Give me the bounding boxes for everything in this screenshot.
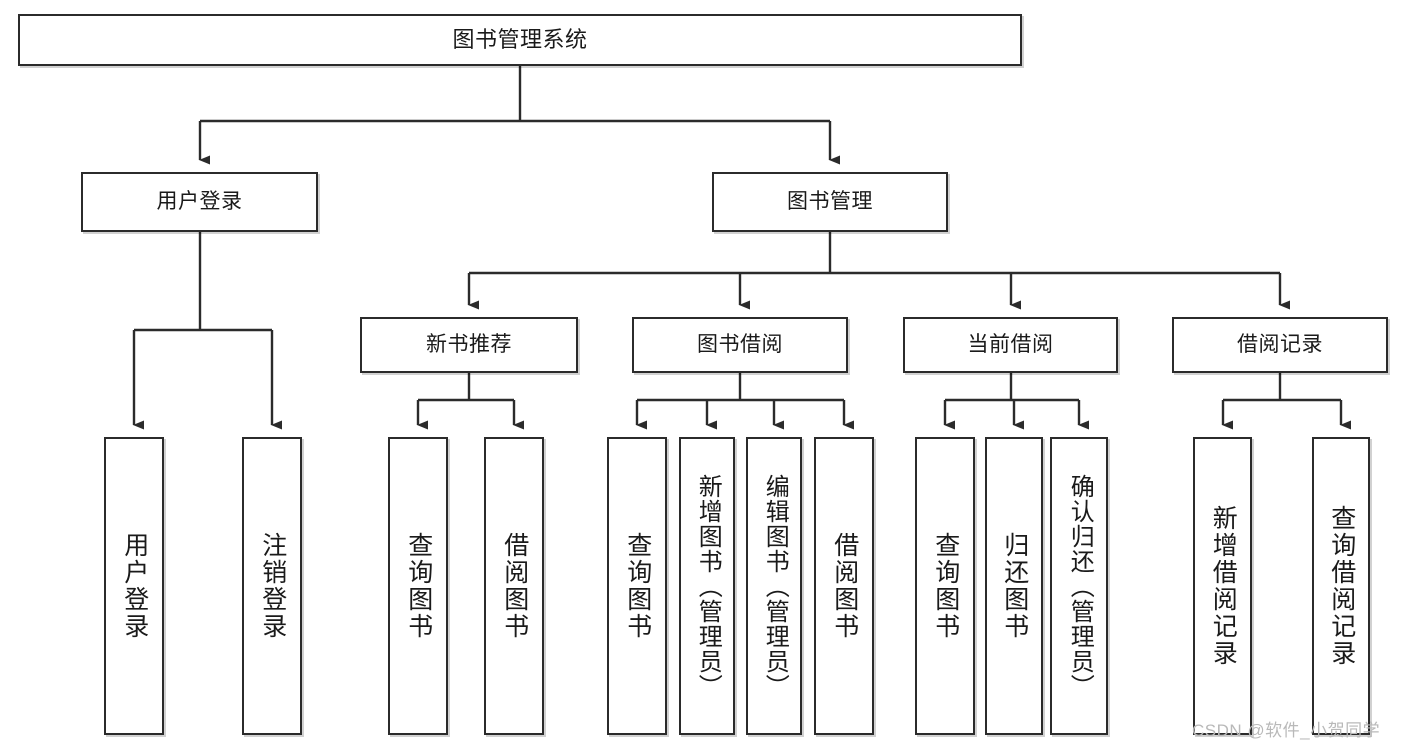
node-label: 用户登录 [156, 189, 243, 213]
node-label: 新增借阅记录 [1209, 505, 1238, 667]
node-label: 用户登录 [120, 532, 149, 640]
node-label: 图书管理系统 [452, 27, 588, 53]
node-leaf-add-book[interactable]: 新增图书（管理员） [679, 437, 735, 735]
node-leaf-borrow-book-1[interactable]: 借阅图书 [484, 437, 544, 735]
node-leaf-return-book[interactable]: 归还图书 [985, 437, 1043, 735]
node-label: 借阅记录 [1237, 332, 1323, 356]
node-leaf-query-book-2[interactable]: 查询图书 [607, 437, 667, 735]
node-leaf-borrow-book-2[interactable]: 借阅图书 [814, 437, 874, 735]
node-label: 归还图书 [1000, 532, 1029, 640]
node-label: 新书推荐 [426, 332, 512, 356]
node-new-book-rec[interactable]: 新书推荐 [360, 317, 578, 373]
node-label: 借阅图书 [830, 532, 859, 640]
node-user-login[interactable]: 用户登录 [81, 172, 318, 232]
node-label: 注销登录 [258, 532, 287, 640]
node-leaf-user-login[interactable]: 用户登录 [104, 437, 164, 735]
node-label: 图书借阅 [697, 332, 783, 356]
node-root[interactable]: 图书管理系统 [18, 14, 1022, 66]
node-book-borrow[interactable]: 图书借阅 [632, 317, 848, 373]
node-label: 查询图书 [623, 532, 652, 640]
node-current-borrow[interactable]: 当前借阅 [903, 317, 1118, 373]
node-leaf-query-book-3[interactable]: 查询图书 [915, 437, 975, 735]
node-borrow-record[interactable]: 借阅记录 [1172, 317, 1388, 373]
node-label: 编辑图书（管理员） [761, 473, 789, 699]
node-leaf-edit-book[interactable]: 编辑图书（管理员） [746, 437, 802, 735]
node-leaf-query-book-1[interactable]: 查询图书 [388, 437, 448, 735]
node-label: 查询图书 [404, 532, 433, 640]
node-book-manage[interactable]: 图书管理 [712, 172, 948, 232]
node-label: 当前借阅 [967, 332, 1054, 356]
node-leaf-logout[interactable]: 注销登录 [242, 437, 302, 735]
node-leaf-confirm-return[interactable]: 确认归还（管理员） [1050, 437, 1108, 735]
node-label: 借阅图书 [500, 532, 529, 640]
node-label: 查询图书 [931, 532, 960, 640]
node-label: 确认归还（管理员） [1066, 473, 1094, 699]
node-label: 新增图书（管理员） [694, 473, 722, 699]
csdn-watermark: CSDN @软件_小贺同学 [1192, 721, 1381, 740]
node-label: 查询借阅记录 [1327, 505, 1356, 667]
node-label: 图书管理 [787, 189, 873, 213]
node-leaf-add-record[interactable]: 新增借阅记录 [1193, 437, 1252, 735]
node-leaf-query-record[interactable]: 查询借阅记录 [1312, 437, 1370, 735]
